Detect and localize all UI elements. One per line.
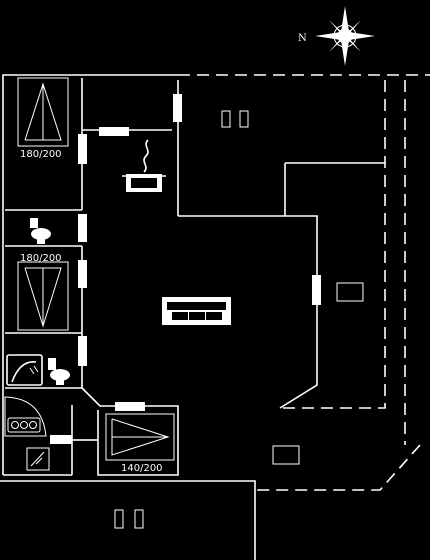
sofa-icon <box>162 297 231 325</box>
door-markers <box>50 94 321 444</box>
compass-north-label: N <box>298 33 307 44</box>
bed-1 <box>17 77 69 147</box>
shower-icon <box>6 354 43 386</box>
compass-rose-icon <box>315 6 375 66</box>
toilet-icon <box>30 218 51 244</box>
washing-machine-icon <box>4 396 47 437</box>
bed-3-size-label: 140/200 <box>121 463 163 474</box>
toilet-icon-bathroom <box>48 358 70 385</box>
boiler-icon <box>26 447 50 471</box>
windows <box>114 110 364 529</box>
interior-walls <box>5 78 385 476</box>
stove-icon <box>122 139 166 192</box>
bed-2 <box>17 261 69 331</box>
bed-1-size-label: 180/200 <box>20 149 62 160</box>
bed-3 <box>105 413 175 461</box>
bed-2-size-label: 180/200 <box>20 253 62 264</box>
terrace-outline <box>178 74 430 491</box>
